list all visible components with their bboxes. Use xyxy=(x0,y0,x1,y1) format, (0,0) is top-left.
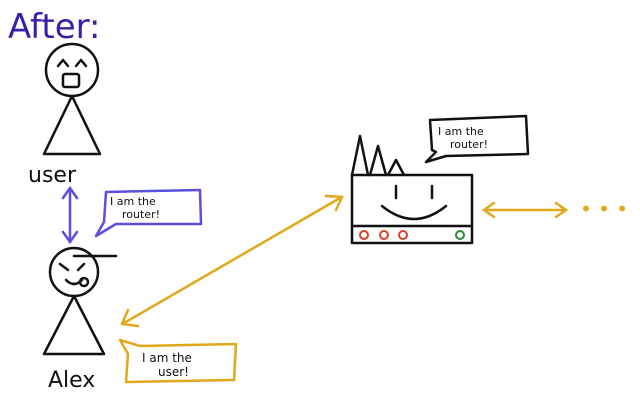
user-bubble-line1: I am the xyxy=(142,351,192,365)
alex-label: Alex xyxy=(48,368,95,393)
alex-bubble-line1: I am the xyxy=(110,195,156,208)
user-stick-figure-icon xyxy=(42,42,102,156)
alex-router-bubble: I am the router! xyxy=(94,188,203,238)
alex-bubble-line2: router! xyxy=(122,208,160,221)
blue-double-arrow xyxy=(61,185,79,245)
user-claim-bubble: I am the user! xyxy=(118,338,238,384)
user-bubble-line2: user! xyxy=(158,365,189,379)
router-bubble-line2: router! xyxy=(450,138,488,151)
ellipsis-text: • • • xyxy=(580,197,628,221)
gold-double-arrow-alex-router xyxy=(120,194,344,328)
router-leds xyxy=(359,230,465,240)
router-icon xyxy=(350,134,474,245)
alex-stick-figure-icon xyxy=(42,246,118,356)
gold-double-arrow-router-network xyxy=(481,201,569,219)
router-bubble: I am the router! xyxy=(424,114,530,164)
router-bubble-line1: I am the xyxy=(438,125,484,138)
user-label: user xyxy=(28,163,77,188)
title-text: After: xyxy=(8,7,101,47)
